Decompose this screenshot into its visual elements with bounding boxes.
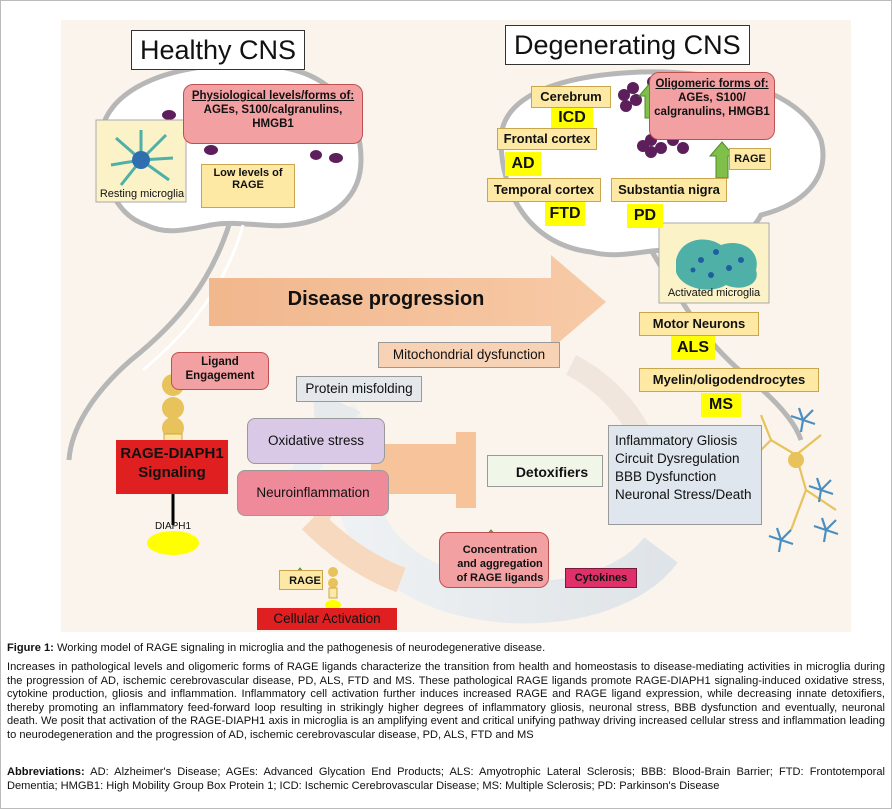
mito-dysfunction-box: Mitochondrial dysfunction: [378, 342, 560, 368]
temporal-cortex-label: Temporal cortex: [487, 178, 601, 202]
abbreviations-body: AD: Alzheimer's Disease; AGEs: Advanced …: [7, 766, 885, 792]
figure-title-line: Figure 1: Working model of RAGE signalin…: [7, 642, 885, 656]
rage-diaph1-signaling-box: RAGE-DIAPH1 Signaling: [116, 440, 228, 494]
resting-microglia-cell: [110, 130, 174, 186]
healthy-cns-title: Healthy CNS: [131, 30, 306, 70]
physiological-body: AGEs, S100/calgranulins, HMGB1: [203, 104, 343, 130]
neuroinflammation-box: Neuroinflammation: [237, 470, 389, 516]
physiological-heading: Physiological levels/forms of:: [191, 90, 355, 102]
pd-tag: PD: [627, 204, 663, 228]
outcome-neuronal: Neuronal Stress/Death: [615, 487, 752, 502]
outcome-circuit: Circuit Dysregulation: [615, 451, 740, 466]
disease-progression-arrow: [209, 255, 606, 349]
neuron-cluster: [732, 407, 839, 553]
abbreviations-label: Abbreviations:: [7, 766, 85, 778]
ad-tag: AD: [505, 152, 541, 176]
cell-rage-label: RAGE: [279, 570, 323, 590]
abbreviations-line: Abbreviations: AD: Alzheimer's Disease; …: [7, 766, 885, 793]
motor-neurons-label: Motor Neurons: [639, 312, 759, 336]
outcome-bbb: BBB Dysfunction: [615, 469, 717, 484]
cytokines-box: Cytokines: [565, 568, 637, 588]
oligomeric-body: AGEs, S100/ calgranulins, HMGB1: [654, 92, 770, 118]
resting-microglia-label: Resting microglia: [99, 188, 185, 200]
concentration-box: Concentration and aggregation of RAGE li…: [439, 532, 549, 588]
small-rage-receptor: [325, 567, 341, 610]
icd-tag: ICD: [551, 108, 593, 128]
disease-progression-label: Disease progression: [287, 288, 485, 310]
figure-label: Figure 1:: [7, 642, 54, 654]
low-rage-box: Low levels of RAGE: [201, 164, 295, 208]
degenerating-rage-label: RAGE: [729, 148, 771, 170]
diaph1-label: DIAPH1: [154, 521, 192, 532]
detoxifiers-box: Detoxifiers: [487, 455, 603, 487]
als-tag: ALS: [671, 336, 715, 360]
oligomeric-heading: Oligomeric forms of:: [655, 78, 769, 90]
protein-misfolding-box: Protein misfolding: [296, 376, 422, 402]
ligand-engagement-box: Ligand Engagement: [171, 352, 269, 390]
oligomeric-ligands-box: Oligomeric forms of: AGEs, S100/ calgran…: [649, 72, 775, 140]
cellular-activation-box: Cellular Activation: [257, 608, 397, 630]
figure-diagram: Healthy CNS Degenerating CNS Physiologic…: [61, 20, 851, 632]
figure-body: Increases in pathological levels and oli…: [7, 661, 885, 741]
outcomes-box: Inflammatory Gliosis Circuit Dysregulati…: [608, 425, 762, 525]
substantia-nigra-label: Substantia nigra: [611, 178, 727, 202]
degenerating-cns-title: Degenerating CNS: [505, 25, 750, 65]
activated-microglia-label: Activated microglia: [667, 287, 761, 299]
oxidative-stress-box: Oxidative stress: [247, 418, 385, 464]
inhibit-connector: [371, 438, 471, 500]
outcome-gliosis: Inflammatory Gliosis: [615, 433, 738, 448]
myelin-label: Myelin/oligodendrocytes: [639, 368, 819, 392]
physiological-ligands-box: Physiological levels/forms of: AGEs, S10…: [183, 84, 363, 144]
figure-title: Working model of RAGE signaling in micro…: [56, 642, 546, 654]
cerebrum-label: Cerebrum: [531, 86, 611, 108]
rage-up-arrow: [708, 141, 736, 179]
ms-tag: MS: [701, 393, 741, 417]
ftd-tag: FTD: [545, 202, 585, 226]
frontal-cortex-label: Frontal cortex: [497, 128, 597, 150]
healthy-spinal-cord: [66, 224, 232, 461]
